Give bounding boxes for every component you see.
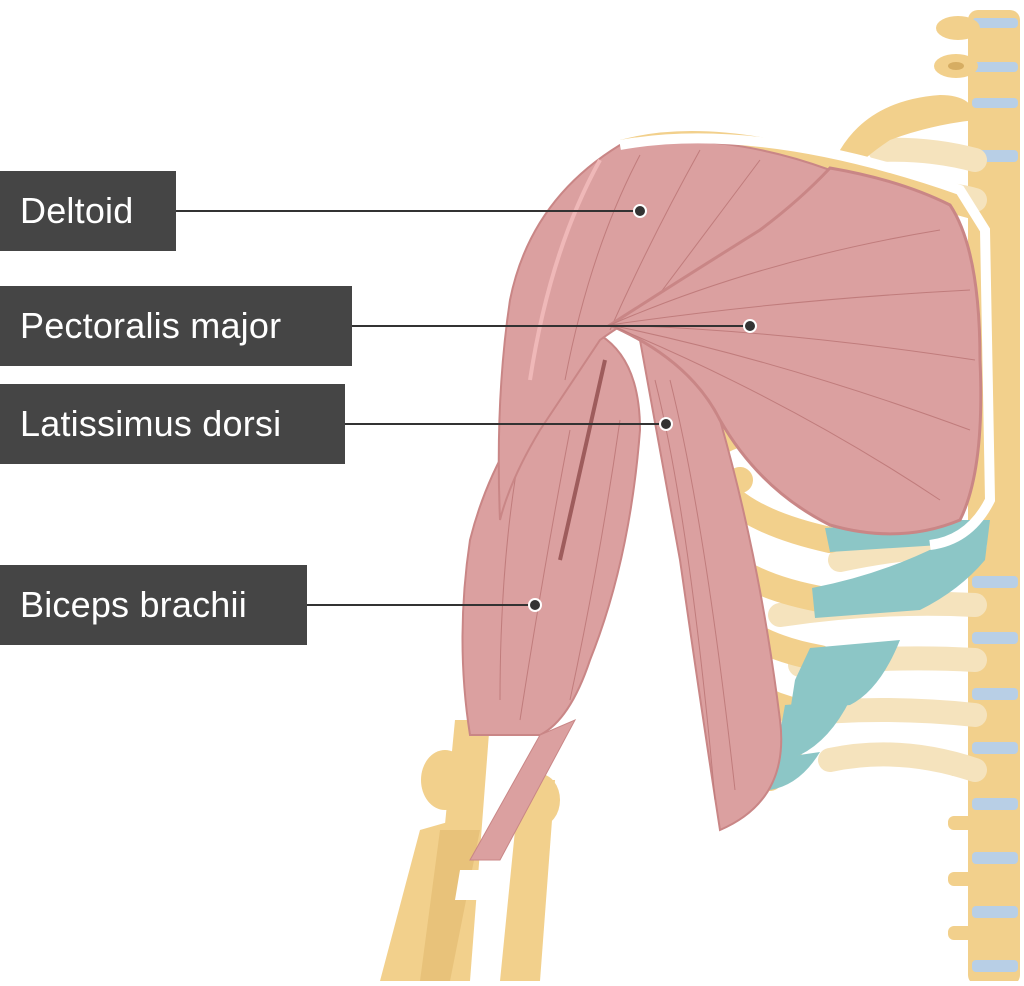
- pointer-dot-biceps-brachii: [528, 598, 542, 612]
- label-latissimus-dorsi: Latissimus dorsi: [0, 384, 345, 464]
- label-biceps-brachii: Biceps brachii: [0, 565, 307, 645]
- leader-lines: [176, 210, 750, 606]
- arm-bones: [380, 720, 560, 981]
- pointer-dots: [528, 204, 757, 612]
- pectoralis-major-muscle: [606, 133, 996, 550]
- pointer-dot-latissimus-dorsi: [659, 417, 673, 431]
- biceps-brachii-muscle: [461, 333, 642, 861]
- label-pectoralis-major: Pectoralis major: [0, 286, 352, 366]
- pointer-dot-pectoralis-major: [743, 319, 757, 333]
- label-deltoid: Deltoid: [0, 171, 176, 251]
- pointer-dot-deltoid: [633, 204, 647, 218]
